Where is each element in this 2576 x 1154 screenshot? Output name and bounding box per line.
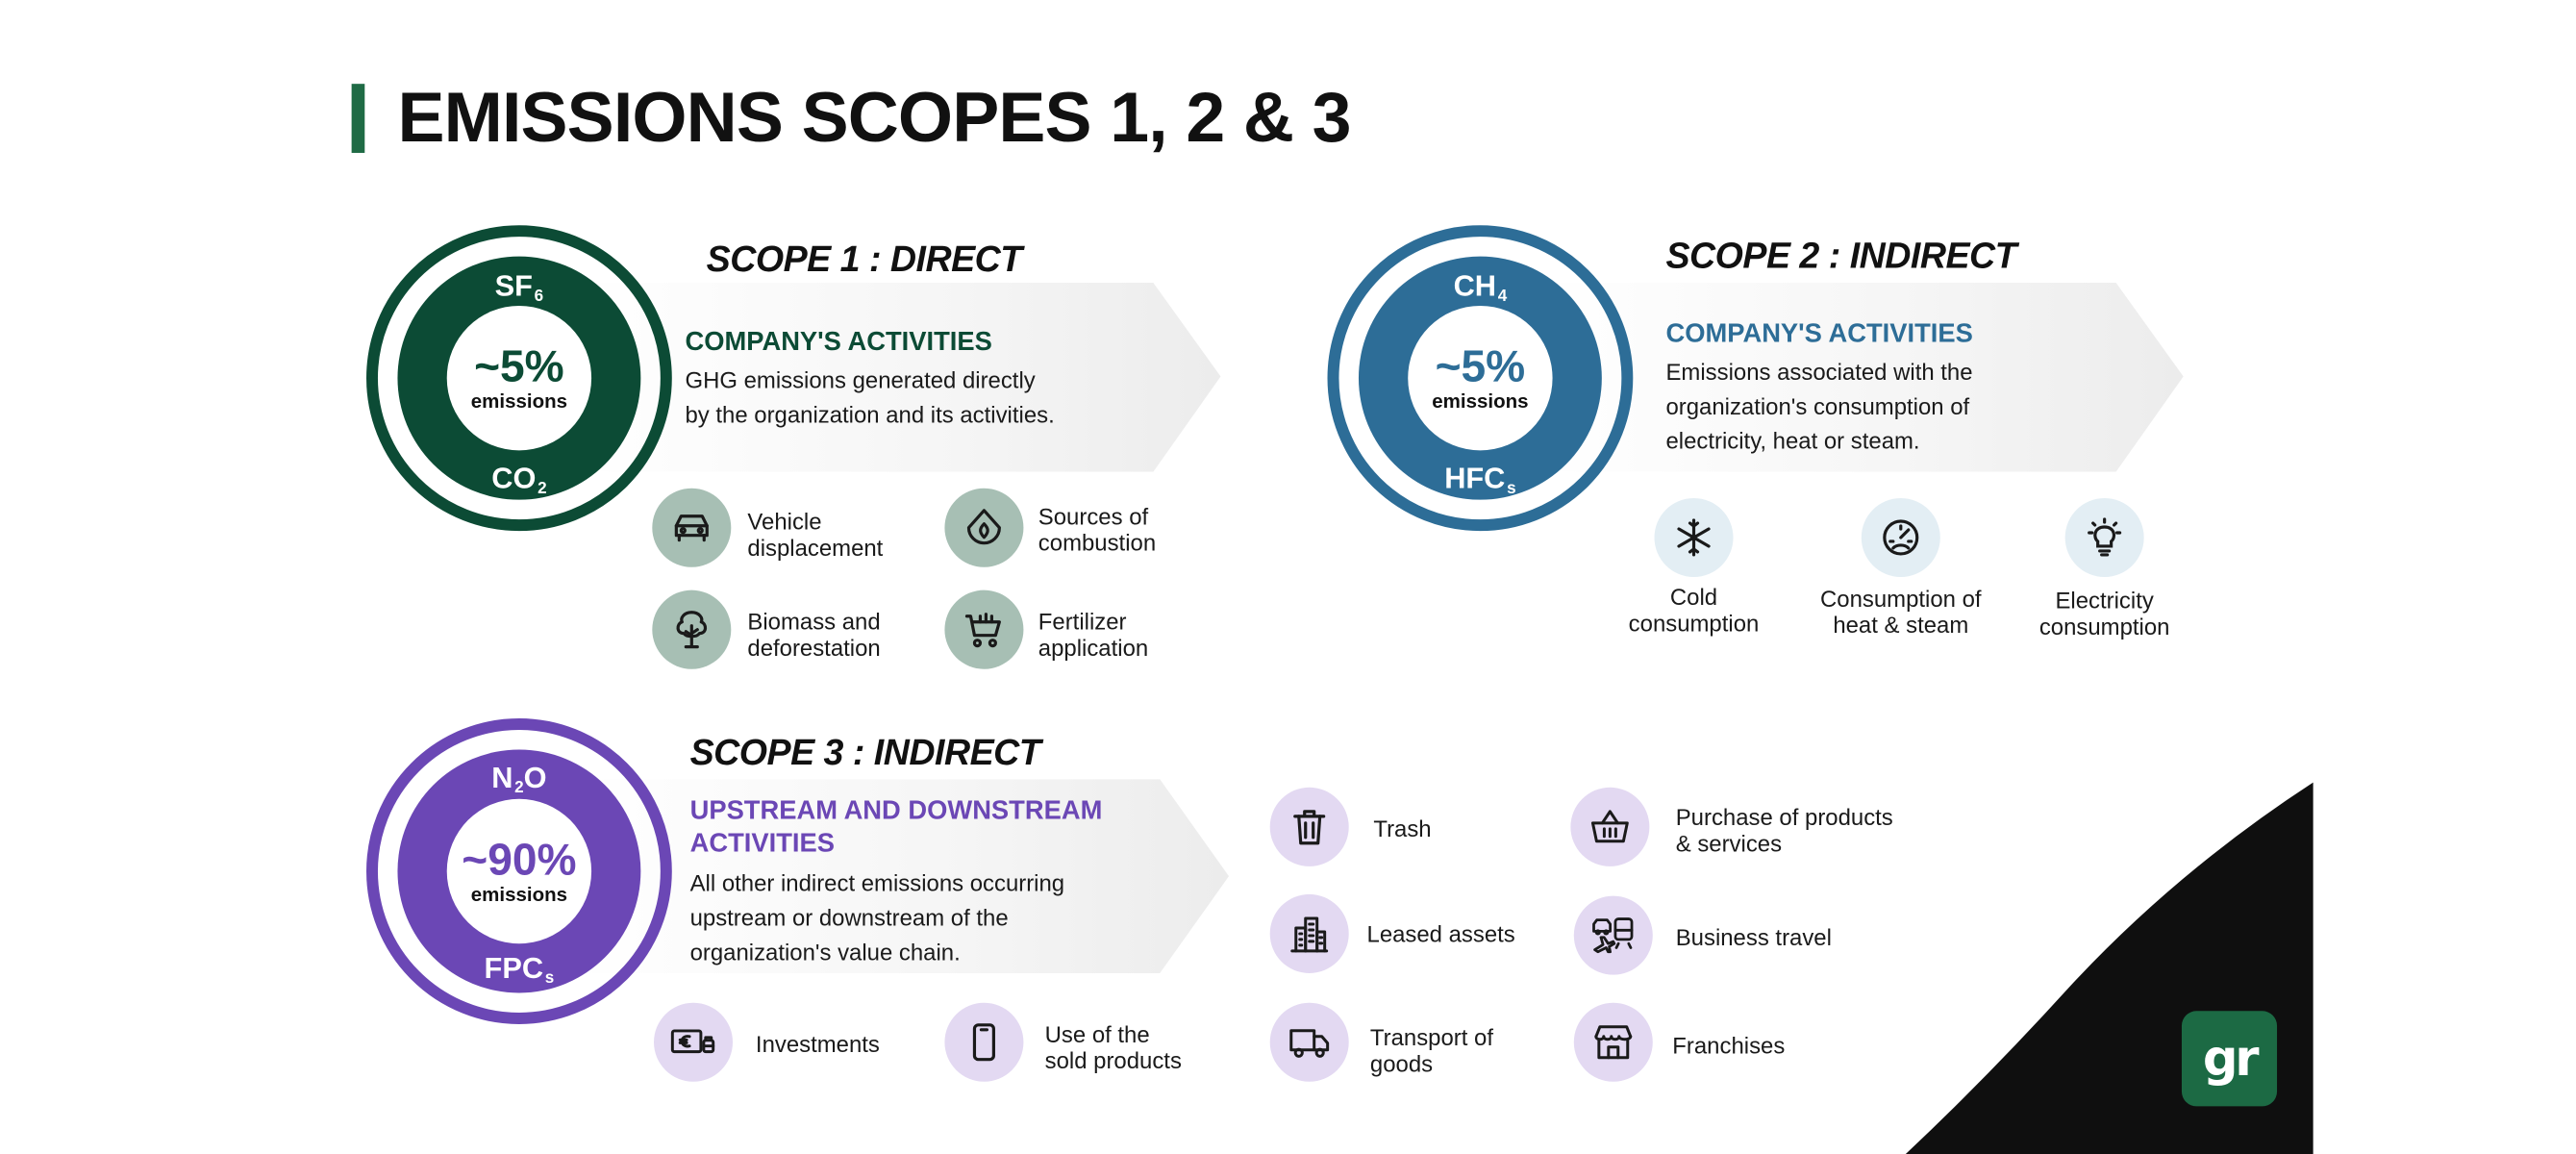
scope1-heading: COMPANY'S ACTIVITIES xyxy=(685,328,992,357)
scope2-percent: ~5% xyxy=(1435,341,1526,391)
storefront-icon xyxy=(1573,1002,1653,1082)
lightbulb-icon xyxy=(2064,497,2144,577)
trash-icon xyxy=(1269,787,1349,866)
investments-icon xyxy=(654,1002,734,1082)
snowflake-icon xyxy=(1654,497,1734,577)
scope1-banner xyxy=(574,283,1221,472)
scope1-title: SCOPE 1 : DIRECT xyxy=(706,238,1023,280)
scope3-percent-label: emissions xyxy=(470,882,568,906)
scope3-item-franchises: Franchises xyxy=(1672,1032,1786,1059)
truck-icon xyxy=(1269,1002,1349,1082)
page-title: EMISSIONS SCOPES 1, 2 & 3 xyxy=(397,79,1351,159)
scope3-banner xyxy=(574,779,1229,973)
brand-logo: gr xyxy=(2181,1011,2278,1107)
scope1-center: ~5% emissions xyxy=(446,305,592,451)
scope3-percent: ~90% xyxy=(462,835,577,885)
gauge-icon xyxy=(1861,497,1940,577)
scope1-percent-label: emissions xyxy=(470,389,568,414)
buildings-icon xyxy=(1269,893,1349,973)
basket-icon xyxy=(1570,787,1650,866)
travel-icon xyxy=(1573,895,1653,975)
scope3-item-leased-assets: Leased assets xyxy=(1366,920,1515,947)
tree-icon xyxy=(652,590,732,669)
scope3-title: SCOPE 3 : INDIRECT xyxy=(689,731,1041,773)
scope3-center: ~90% emissions xyxy=(446,798,592,944)
scope3-item-purchase: Purchase of products& services xyxy=(1675,803,1893,857)
scope3-item-business-travel: Business travel xyxy=(1675,923,1832,951)
title-accent-bar xyxy=(351,84,365,153)
scope2-banner xyxy=(1540,283,2184,472)
scope2-outer-ring xyxy=(1327,225,1634,532)
scope2-center: ~5% emissions xyxy=(1408,305,1553,451)
scope3-outer-ring xyxy=(366,718,672,1024)
smartphone-icon xyxy=(944,1002,1024,1082)
scope1-percent: ~5% xyxy=(474,341,564,391)
logo-text: gr xyxy=(2202,1029,2260,1088)
flame-icon xyxy=(944,488,1024,567)
cart-icon xyxy=(944,590,1024,669)
car-icon xyxy=(652,488,732,567)
scope3-item-investments: Investments xyxy=(755,1030,880,1058)
scope1-outer-ring xyxy=(366,225,672,532)
scope2-percent-label: emissions xyxy=(1432,389,1529,414)
scope3-item-trash: Trash xyxy=(1373,815,1432,842)
scope2-title: SCOPE 2 : INDIRECT xyxy=(1665,235,2017,277)
scope2-heading: COMPANY'S ACTIVITIES xyxy=(1665,320,1973,349)
